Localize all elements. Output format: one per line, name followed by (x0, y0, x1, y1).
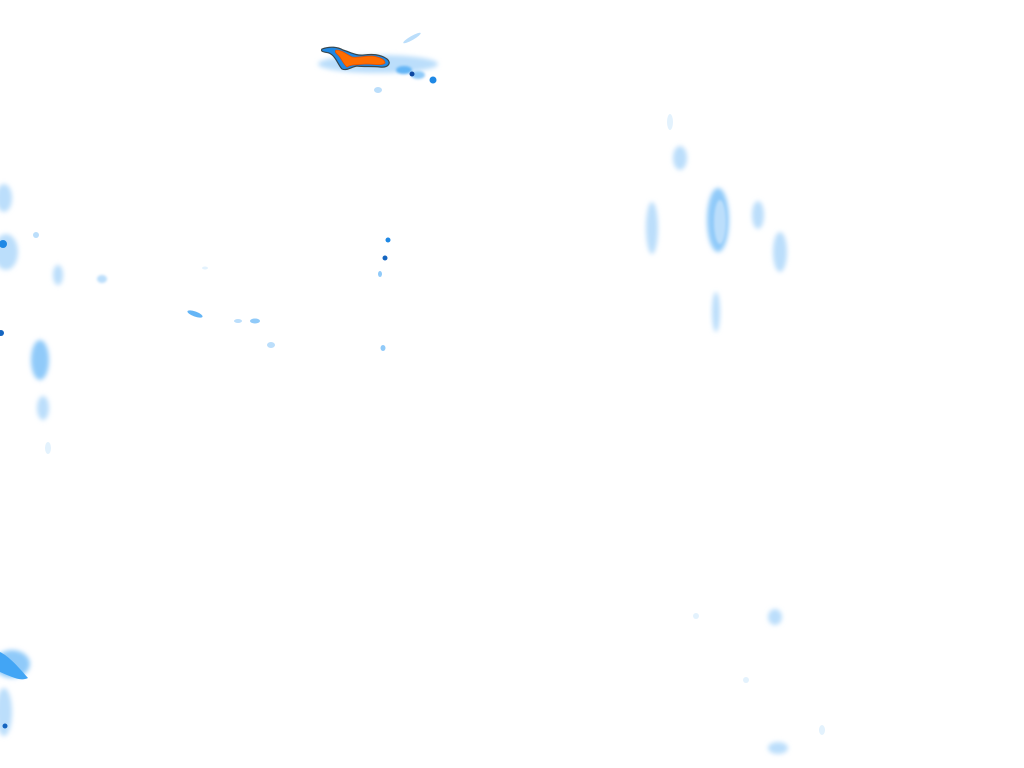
right-light-rain-bands (646, 114, 825, 754)
rain-patch (380, 345, 386, 351)
rain-patch (0, 652, 28, 680)
rain-patch (0, 184, 12, 212)
rain-patch (2, 723, 8, 729)
rain-patch (646, 202, 658, 254)
rain-patch (743, 677, 749, 683)
left-edge-band-upper (0, 184, 107, 454)
rain-patch (752, 201, 764, 229)
rain-patch (202, 266, 208, 270)
rain-patch (378, 271, 382, 277)
rain-patch (768, 742, 788, 754)
heavy-cell-south-wisp (374, 87, 382, 93)
rain-patch (385, 237, 391, 243)
heavy-cell-trail-3 (429, 76, 437, 84)
rain-patch (187, 310, 203, 318)
central-scattered-echoes (187, 237, 391, 351)
rain-patch (714, 200, 726, 244)
rain-patch (382, 255, 388, 261)
heavy-cell-core (334, 49, 386, 68)
heavy-cell-trail-4 (409, 71, 415, 77)
heavy-rain-cell (318, 32, 438, 93)
rain-patch (712, 292, 720, 332)
rain-patch (0, 330, 4, 336)
rain-patch (773, 232, 787, 272)
rain-patch (267, 342, 275, 348)
rain-patch (0, 234, 18, 270)
rain-patch (673, 146, 687, 170)
rain-patch (0, 688, 12, 736)
rain-patch (37, 396, 49, 420)
rain-patch (45, 442, 51, 454)
left-edge-band-lower (0, 650, 30, 736)
heavy-cell-trail-2 (411, 71, 425, 79)
rain-patch (250, 318, 260, 324)
rain-patch (693, 613, 699, 619)
rain-patch (31, 340, 49, 380)
rain-patch (667, 114, 673, 130)
heavy-cell-trail-1 (396, 66, 412, 74)
rain-patch (97, 275, 107, 283)
rain-patch (33, 232, 39, 238)
rain-patch (0, 240, 7, 248)
rain-patch (819, 725, 825, 735)
rain-patch (234, 319, 242, 323)
heavy-cell-streak (403, 32, 421, 44)
rain-patch (768, 609, 782, 625)
rain-patch (53, 265, 63, 285)
